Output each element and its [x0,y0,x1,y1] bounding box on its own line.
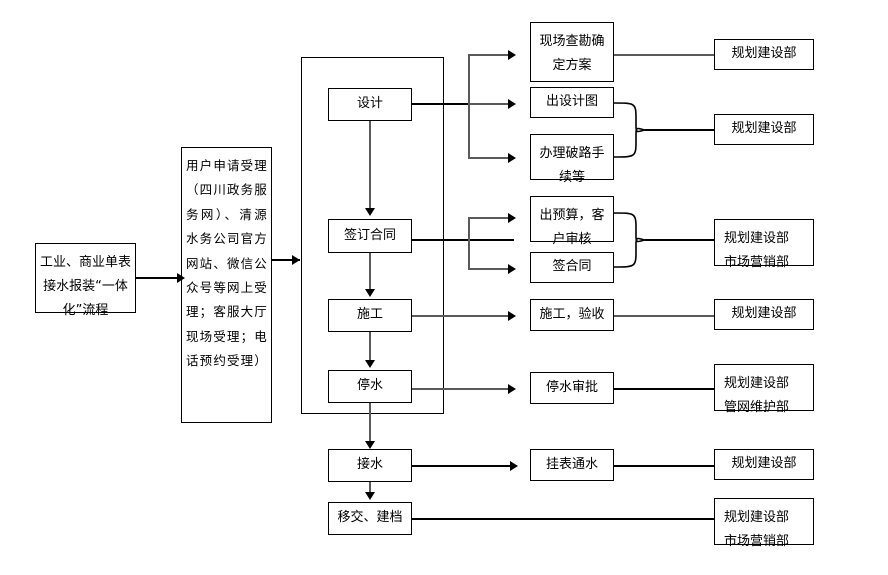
arrowhead-design-to-road-permit [508,153,516,163]
connector-sign-to-construction [369,253,371,290]
connector-intake-to-main [272,259,300,261]
step-box-water-connection: 接水 [328,449,412,482]
detail-label-road-permit: 办理破路手续等 [539,146,605,186]
dept-label-4: 规划建设部 [731,306,797,322]
connector-design-fan-vertical [468,54,470,158]
connector-design-to-design-drawing [468,103,514,105]
connector-sign-fan-vertical [468,217,470,269]
detail-box-design-drawing: 出设计图 [530,87,614,118]
connector-design-to-sign [369,121,371,209]
start-box: 工业、商业单表接水报装“一体化”流程 [35,243,136,318]
detail-label-site-survey: 现场查勘确定方案 [539,34,605,74]
detail-box-budget-review: 出预算，客户审核 [530,196,614,247]
dept-label-2: 规划建设部 [731,121,797,137]
connector-construction-out [412,315,514,317]
arrowhead-intake-to-main [292,255,300,265]
dept-box-1: 规划建设部 [714,39,814,70]
step-box-water-shutoff: 停水 [328,370,412,403]
dept-box-5: 规划建设部 管网维护部 [714,364,814,415]
connector-connection-out [412,465,516,467]
connector-design-to-site-survey [468,54,514,56]
step-label-water-shutoff: 停水 [356,378,383,394]
arrowhead-design-to-design-drawing [508,99,516,109]
detail-label-budget-review: 出预算，客户审核 [539,208,605,248]
dept-label-3-line-1: 规划建设部 [724,231,790,246]
detail-label-sign-agreement: 签合同 [552,259,592,275]
arrowhead-sign-to-construction [365,289,375,297]
connector-meter-install-to-dept-6 [614,465,714,467]
detail-box-site-survey: 现场查勘确定方案 [530,22,614,82]
detail-box-sign-agreement: 签合同 [530,252,614,283]
dept-box-3: 规划建设部 市场营销部 [714,219,814,270]
step-box-sign-contract: 签订合同 [328,219,412,253]
step-box-design: 设计 [328,88,412,121]
detail-label-design-drawing: 出设计图 [545,94,598,110]
dept-box-4: 规划建设部 [714,299,814,330]
dept-label-1: 规划建设部 [731,46,797,62]
dept-label-6: 规划建设部 [731,456,797,472]
intake-box: 用户申请受理（四川政务服务网）、清源水务公司官方网站、微信公众号等网上受理；客服… [181,147,272,423]
arrowhead-connection-to-handover [365,492,375,500]
step-box-construction: 施工 [328,299,412,332]
dept-box-2: 规划建设部 [714,114,814,145]
step-label-sign-contract: 签订合同 [343,227,396,243]
connector-design-to-road-permit [468,157,514,159]
connector-design-group-to-dept-2 [645,129,714,131]
dept-label-7-line-1: 规划建设部 [724,510,790,525]
arrowhead-sign-to-sign-agreement [508,264,516,274]
dept-box-7: 规划建设部 市场营销部 [714,498,814,549]
connector-start-to-intake [136,277,178,279]
connector-design-out [412,103,514,105]
detail-box-road-permit: 办理破路手续等 [530,134,614,185]
detail-box-meter-install: 挂表通水 [530,449,614,481]
connector-sign-contract-out [412,239,514,241]
arrowhead-design-to-site-survey [508,50,516,60]
connector-handover-to-dept-7 [412,518,714,520]
connector-site-survey-to-dept-1 [614,54,714,56]
arrowhead-start-to-intake [177,273,185,283]
dept-box-6: 规划建设部 [714,449,814,480]
connector-shutoff-out [412,388,514,390]
step-label-construction: 施工 [356,307,383,323]
arrowhead-sign-to-budget-review [508,213,516,223]
connector-sign-to-sign-agreement [468,268,514,270]
step-label-handover-archive: 移交、建档 [337,510,403,526]
connector-connection-to-handover [369,482,371,494]
connector-construct-accept-to-dept-4 [614,315,714,317]
arrowhead-construction-to-shutoff [365,360,375,368]
start-box-label: 工业、商业单表接水报装“一体化”流程 [40,255,132,319]
intake-box-label: 用户申请受理（四川政务服务网）、清源水务公司官方网站、微信公众号等网上受理；客服… [186,158,267,368]
connector-shutoff-to-connection [369,403,371,443]
step-label-design: 设计 [356,96,383,112]
step-label-water-connection: 接水 [356,457,383,473]
dept-label-5-line-1: 规划建设部 [724,376,790,391]
main-process-container [301,57,444,414]
detail-label-meter-install: 挂表通水 [545,456,598,472]
step-box-handover-archive: 移交、建档 [328,502,412,535]
dept-label-3-line-2: 市场营销部 [724,255,790,271]
dept-label-5-line-2: 管网维护部 [724,400,790,416]
detail-label-shutoff-approval: 停水审批 [545,379,598,395]
arrowhead-shutoff-to-detail [508,384,516,394]
arrowhead-design-to-sign [365,208,375,216]
detail-box-construct-accept: 施工，验收 [530,299,614,331]
connector-contract-group-to-dept-3 [645,239,714,241]
arrowhead-shutoff-to-connection [365,441,375,449]
connector-construction-to-shutoff [369,332,371,361]
connector-sign-to-budget-review [468,217,514,219]
arrowhead-connection-to-detail [510,461,518,471]
detail-box-shutoff-approval: 停水审批 [530,372,614,404]
arrowhead-construction-to-detail [508,311,516,321]
connector-shutoff-approval-to-dept-5 [614,388,714,390]
dept-label-7-line-2: 市场营销部 [724,534,790,550]
detail-label-construct-accept: 施工，验收 [539,306,605,322]
